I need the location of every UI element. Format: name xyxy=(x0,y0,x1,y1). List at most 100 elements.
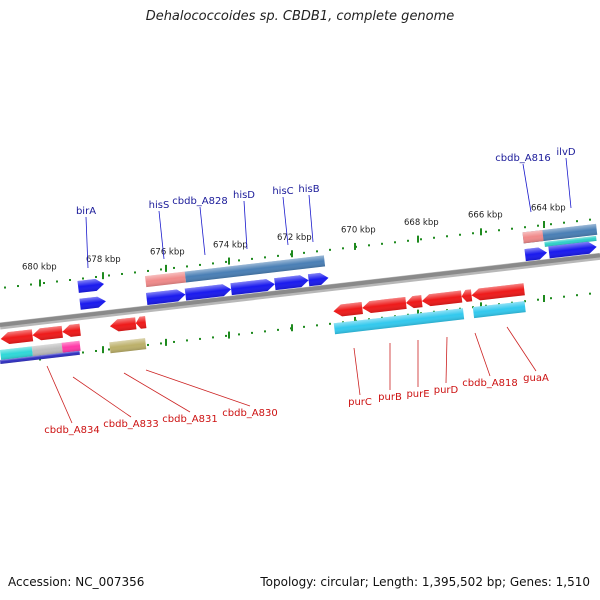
leader-line xyxy=(123,372,191,413)
ruler-dot xyxy=(251,331,253,334)
leader-line xyxy=(243,200,248,250)
feature-bar xyxy=(333,308,465,335)
feature-bar xyxy=(0,350,80,364)
reverse-gene-cbdb_A818-shine xyxy=(461,289,473,302)
reverse-gene-purC xyxy=(333,302,363,317)
reverse-gene-cbdb_A834 xyxy=(0,329,34,344)
ruler-dot xyxy=(329,322,331,325)
forward-gene xyxy=(79,296,106,310)
ruler-major-tick xyxy=(480,302,482,310)
feature-bar xyxy=(544,235,597,247)
forward-gene-label: hisD xyxy=(233,190,255,201)
outer-ruler xyxy=(4,218,591,289)
forward-gene-shine xyxy=(79,296,106,310)
feature-bar xyxy=(184,255,326,283)
feature-bar-shine xyxy=(0,346,33,360)
reverse-gene-purD-shine xyxy=(421,290,463,307)
genome-backbone xyxy=(0,253,600,327)
feature-bar xyxy=(0,346,33,360)
reverse-gene-guaA xyxy=(471,283,525,301)
reverse-gene-cbdb_A831-shine xyxy=(109,317,137,332)
reverse-gene-label: guaA xyxy=(523,373,549,384)
feature-bar-shine xyxy=(472,301,526,319)
ruler-dot xyxy=(524,300,526,303)
leader-line xyxy=(85,216,89,269)
ruler-major-tick xyxy=(291,324,293,332)
forward-gene-hisD xyxy=(230,279,275,296)
ruler-dot xyxy=(576,294,578,297)
scale-tick-label: 668 kbp xyxy=(404,218,439,228)
ruler-dot xyxy=(212,262,214,265)
reverse-gene-label: cbdb_A818 xyxy=(462,378,517,389)
scale-tick-label: 670 kbp xyxy=(341,225,376,235)
ruler-dot xyxy=(43,282,45,285)
feature-bar xyxy=(472,301,526,319)
feature-bar-shine xyxy=(544,235,597,247)
ruler-dot xyxy=(316,324,318,327)
ruler-dot xyxy=(394,241,396,244)
ruler-dot xyxy=(485,230,487,233)
forward-gene-label: cbdb_A816 xyxy=(495,153,550,164)
reverse-gene-purE-shine xyxy=(405,295,423,309)
ruler-dot xyxy=(186,339,188,342)
reverse-gene-purE xyxy=(405,295,423,309)
ruler-dot xyxy=(303,251,305,254)
ruler-dot xyxy=(589,218,591,221)
ruler-major-tick xyxy=(543,221,545,229)
feature-bar-shine xyxy=(333,308,465,335)
leader-line xyxy=(308,194,314,243)
scale-tick-label: 666 kbp xyxy=(468,211,503,221)
ruler-dot xyxy=(108,274,110,277)
ruler-dot xyxy=(472,232,474,235)
ruler-dot xyxy=(303,325,305,328)
reverse-gene-cbdb_A830 xyxy=(135,316,147,329)
forward-gene-hisS xyxy=(146,289,186,305)
reverse-gene-label: cbdb_A831 xyxy=(162,414,217,425)
ruler-dot xyxy=(238,259,240,262)
feature-bar-shine xyxy=(31,342,63,357)
leader-line xyxy=(46,365,73,424)
feature-bar-shine xyxy=(109,338,147,354)
ruler-major-tick xyxy=(417,235,419,243)
ruler-dot xyxy=(589,292,591,295)
reverse-gene-label: purD xyxy=(434,385,459,396)
forward-gene-label: hisS xyxy=(149,200,170,211)
reverse-gene-label: purE xyxy=(406,389,429,400)
reverse-gene-shine xyxy=(62,323,81,337)
ruler-dot xyxy=(147,269,149,272)
reverse-gene-label: cbdb_A833 xyxy=(103,419,158,430)
ruler-dot xyxy=(277,254,279,257)
feature-bar-shine xyxy=(184,255,326,283)
ruler-dot xyxy=(446,235,448,238)
ruler-dot xyxy=(420,238,422,241)
ruler-dot xyxy=(576,220,578,223)
ruler-dot xyxy=(524,226,526,229)
reverse-gene-label: cbdb_A830 xyxy=(222,408,277,419)
ruler-dot xyxy=(56,280,58,283)
reverse-gene-label: purB xyxy=(378,392,402,403)
reverse-gene xyxy=(62,323,81,337)
ruler-dot xyxy=(316,250,318,253)
ruler-dot xyxy=(264,330,266,333)
forward-gene-birA xyxy=(77,278,104,293)
reverse-gene-cbdb_A830-shine xyxy=(135,316,147,329)
ruler-dot xyxy=(121,272,123,275)
ruler-dot xyxy=(95,349,97,352)
forward-gene-hisB-shine xyxy=(307,272,329,287)
ruler-dot xyxy=(4,286,6,289)
feature-bar xyxy=(109,338,147,354)
feature-bar-shine xyxy=(145,271,187,288)
leader-line xyxy=(145,369,251,407)
ruler-dot xyxy=(199,263,201,266)
ruler-major-tick xyxy=(291,250,293,258)
reverse-gene-cbdb_A834-shine xyxy=(0,329,34,344)
ruler-dot xyxy=(537,298,539,301)
leader-line xyxy=(353,347,361,396)
ruler-dot xyxy=(329,248,331,251)
leader-line xyxy=(474,332,491,377)
forward-gene-label: hisC xyxy=(272,186,293,197)
ruler-dot xyxy=(225,260,227,263)
forward-gene-hisD-shine xyxy=(230,279,275,296)
ruler-dot xyxy=(277,328,279,331)
